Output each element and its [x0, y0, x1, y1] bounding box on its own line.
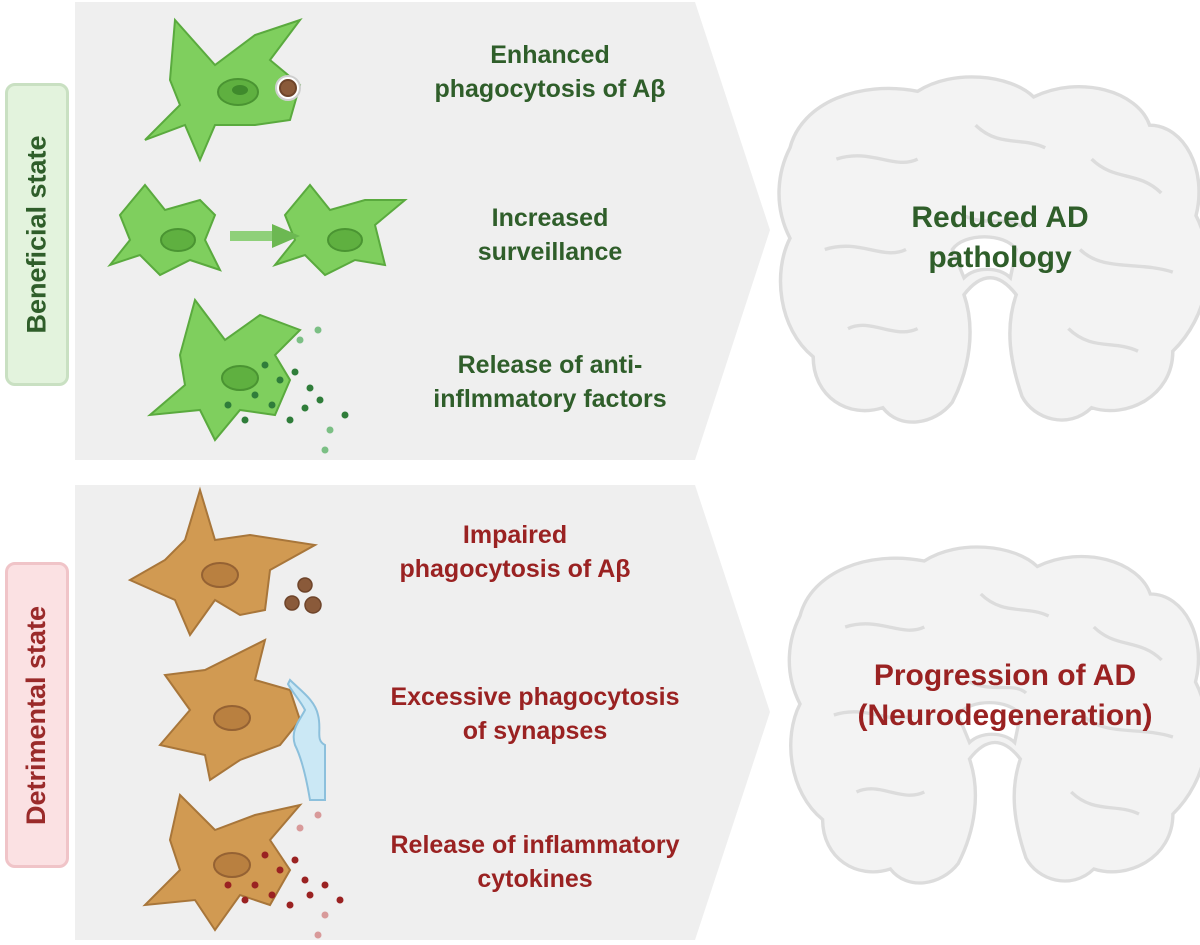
beneficial-item-3: Release of anti- inflmmatory factors	[350, 348, 750, 416]
detrimental-state-text: Detrimental state	[21, 605, 52, 825]
beneficial-state-text: Beneficial state	[21, 135, 52, 334]
detrimental-state-label: Detrimental state	[5, 562, 69, 868]
beneficial-item-3-line1: Release of anti-	[457, 351, 643, 379]
microglia-orange-synapse-icon	[158, 638, 302, 782]
arrow-icon	[230, 224, 300, 248]
anti-inflammatory-dots-icon	[224, 326, 349, 454]
detrimental-item-1: Impaired phagocytosis of Aβ	[325, 518, 705, 586]
beneficial-item-3-line2: inflmmatory factors	[433, 385, 667, 413]
microglia-orange-phagocytosis-icon	[127, 486, 319, 638]
beneficial-outcome-line1: Reduced AD	[911, 201, 1089, 234]
microglia-orange-release-icon	[142, 793, 303, 932]
detrimental-item-1-line2: phagocytosis of Aβ	[399, 555, 631, 583]
beneficial-state-label: Beneficial state	[5, 83, 69, 386]
detrimental-item-2: Excessive phagocytosis of synapses	[365, 680, 705, 748]
beneficial-outcome: Reduced AD pathology	[850, 198, 1150, 278]
beneficial-item-1-line1: Enhanced	[490, 41, 610, 69]
detrimental-item-3: Release of inflammatory cytokines	[360, 828, 710, 896]
detrimental-item-3-line1: Release of inflammatory	[390, 831, 680, 859]
detrimental-outcome-line2: (Neurodegeneration)	[857, 699, 1153, 732]
microglia-green-release-icon	[146, 297, 302, 442]
beneficial-item-1-line2: phagocytosis of Aβ	[434, 75, 666, 103]
detrimental-outcome-line1: Progression of AD	[873, 659, 1137, 692]
beneficial-item-1: Enhanced phagocytosis of Aβ	[360, 38, 740, 106]
beneficial-item-2-line1: Increased	[491, 204, 609, 232]
cytokine-dots-icon	[224, 811, 344, 939]
detrimental-item-1-line1: Impaired	[462, 521, 568, 549]
beneficial-outcome-line2: pathology	[928, 241, 1072, 274]
microglia-green-phagocytosis-icon	[144, 17, 303, 163]
detrimental-item-3-line2: cytokines	[477, 865, 593, 893]
detrimental-item-2-line1: Excessive phagocytosis	[390, 683, 680, 711]
beneficial-item-2-line2: surveillance	[477, 238, 623, 266]
amyloid-plaque-icon	[284, 577, 322, 614]
detrimental-outcome: Progression of AD (Neurodegeneration)	[830, 656, 1180, 736]
beneficial-item-2: Increased surveillance	[360, 201, 740, 269]
detrimental-item-2-line2: of synapses	[462, 717, 608, 745]
synapse-icon	[286, 678, 326, 801]
microglia-green-surveillance-icon	[107, 183, 408, 277]
